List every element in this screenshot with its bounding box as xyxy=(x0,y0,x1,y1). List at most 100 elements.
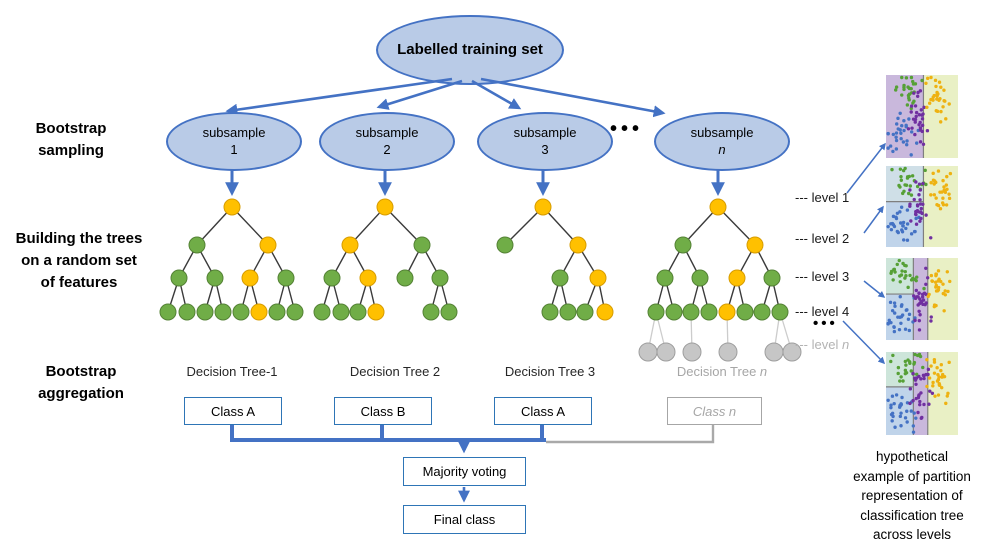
scatter-dot xyxy=(898,403,903,408)
scatter-dot xyxy=(943,99,947,103)
scatter-dot xyxy=(913,318,917,323)
scatter-dot xyxy=(914,209,918,214)
scatter-dot xyxy=(899,174,903,179)
scatter-dot xyxy=(886,322,890,326)
tree-edge xyxy=(699,277,710,313)
scatter-dot xyxy=(901,168,906,173)
scatter-dot xyxy=(890,167,894,172)
scatter-dot xyxy=(905,103,910,107)
scatter-dot xyxy=(944,183,949,187)
scatter-dot xyxy=(908,188,912,192)
scatter-dot xyxy=(917,122,921,127)
scatter-dot xyxy=(906,127,911,131)
scatter-dot xyxy=(894,216,899,221)
scatter-dot xyxy=(942,99,946,103)
tree-edge xyxy=(231,206,269,246)
scatter-dot xyxy=(922,373,926,378)
scatter-dot xyxy=(896,371,900,376)
scatter-dot xyxy=(892,401,896,406)
scatter-dot xyxy=(902,189,906,193)
scatter-dot xyxy=(944,401,948,406)
scatter-dot xyxy=(922,286,926,291)
scatter-dot xyxy=(889,227,894,232)
tree-node-green xyxy=(559,303,577,321)
scatter-dot xyxy=(904,273,908,278)
tree-edge xyxy=(726,277,738,313)
scatter-dot xyxy=(939,85,943,89)
scatter-dot xyxy=(914,222,919,226)
scatter-dot xyxy=(910,174,915,178)
tree-node-green xyxy=(349,303,367,321)
tree-edge xyxy=(655,277,666,313)
scatter-dot xyxy=(929,315,933,319)
scatter-dot xyxy=(896,116,900,121)
tree-node-orange xyxy=(259,236,277,254)
scatter-dot xyxy=(912,91,916,95)
scatter-dot xyxy=(943,289,947,293)
scatter-dot xyxy=(901,220,906,225)
scatter-dot xyxy=(909,232,914,236)
scatter-dot xyxy=(905,222,910,226)
scatter-dot xyxy=(896,127,900,131)
tree-node-green xyxy=(551,269,569,287)
scatter-dot xyxy=(929,75,933,80)
scatter-dot xyxy=(902,119,906,123)
scatter-dot xyxy=(889,359,893,364)
ellipsis-levels: ••• xyxy=(813,315,838,332)
tree-edge xyxy=(430,277,441,313)
partition-image-level-3 xyxy=(886,258,958,340)
tree-edge xyxy=(285,277,296,313)
class-box-1: Class A xyxy=(184,397,282,425)
tree-node-green xyxy=(541,303,559,321)
scatter-dot xyxy=(934,109,938,113)
scatter-dot xyxy=(946,391,950,396)
scatter-dot xyxy=(891,132,896,137)
scatter-dot xyxy=(891,353,895,358)
scatter-dot xyxy=(939,279,943,284)
scatter-dot xyxy=(908,401,912,406)
tree-edge xyxy=(690,277,701,313)
scatter-dot xyxy=(936,285,941,290)
scatter-dot xyxy=(931,380,935,385)
scatter-dot xyxy=(934,303,938,308)
scatter-dot xyxy=(935,109,940,114)
scatter-dot xyxy=(927,376,932,380)
scatter-dot xyxy=(929,236,933,240)
scatter-dot xyxy=(903,183,907,187)
scatter-dot xyxy=(891,149,895,154)
tree-node-green xyxy=(268,303,286,321)
scatter-dot xyxy=(936,279,940,283)
decision-tree-3 xyxy=(496,198,614,321)
scatter-dot xyxy=(911,320,915,324)
level-label-2: --- level 2 xyxy=(795,231,873,246)
scatter-dot xyxy=(902,85,906,89)
tree-edge xyxy=(267,244,287,279)
scatter-dot xyxy=(913,316,917,320)
flow-arrow xyxy=(471,79,522,110)
scatter-dot xyxy=(886,224,890,229)
class-n-collector-line xyxy=(546,424,715,444)
scatter-dot xyxy=(932,360,937,364)
scatter-dot xyxy=(903,263,907,268)
tree-node-green xyxy=(682,303,700,321)
scatter-dot xyxy=(933,394,937,398)
scatter-dot xyxy=(894,138,899,143)
scatter-dot xyxy=(901,140,906,144)
tree-edge xyxy=(249,277,260,313)
scatter-dot xyxy=(935,92,939,96)
scatter-dot xyxy=(889,269,894,274)
scatter-dot xyxy=(918,188,923,192)
scatter-dot xyxy=(906,358,910,362)
scatter-dot xyxy=(917,352,922,357)
scatter-dot xyxy=(912,197,916,202)
scatter-dot xyxy=(943,190,948,194)
scatter-dot xyxy=(908,273,912,278)
scatter-dot xyxy=(905,139,909,143)
scatter-dot xyxy=(934,273,938,278)
scatter-dot xyxy=(911,398,915,403)
scatter-dot xyxy=(932,193,937,197)
scatter-dot xyxy=(914,372,919,376)
level-label-4: --- level 4 xyxy=(795,304,873,319)
scatter-dot xyxy=(907,360,912,364)
